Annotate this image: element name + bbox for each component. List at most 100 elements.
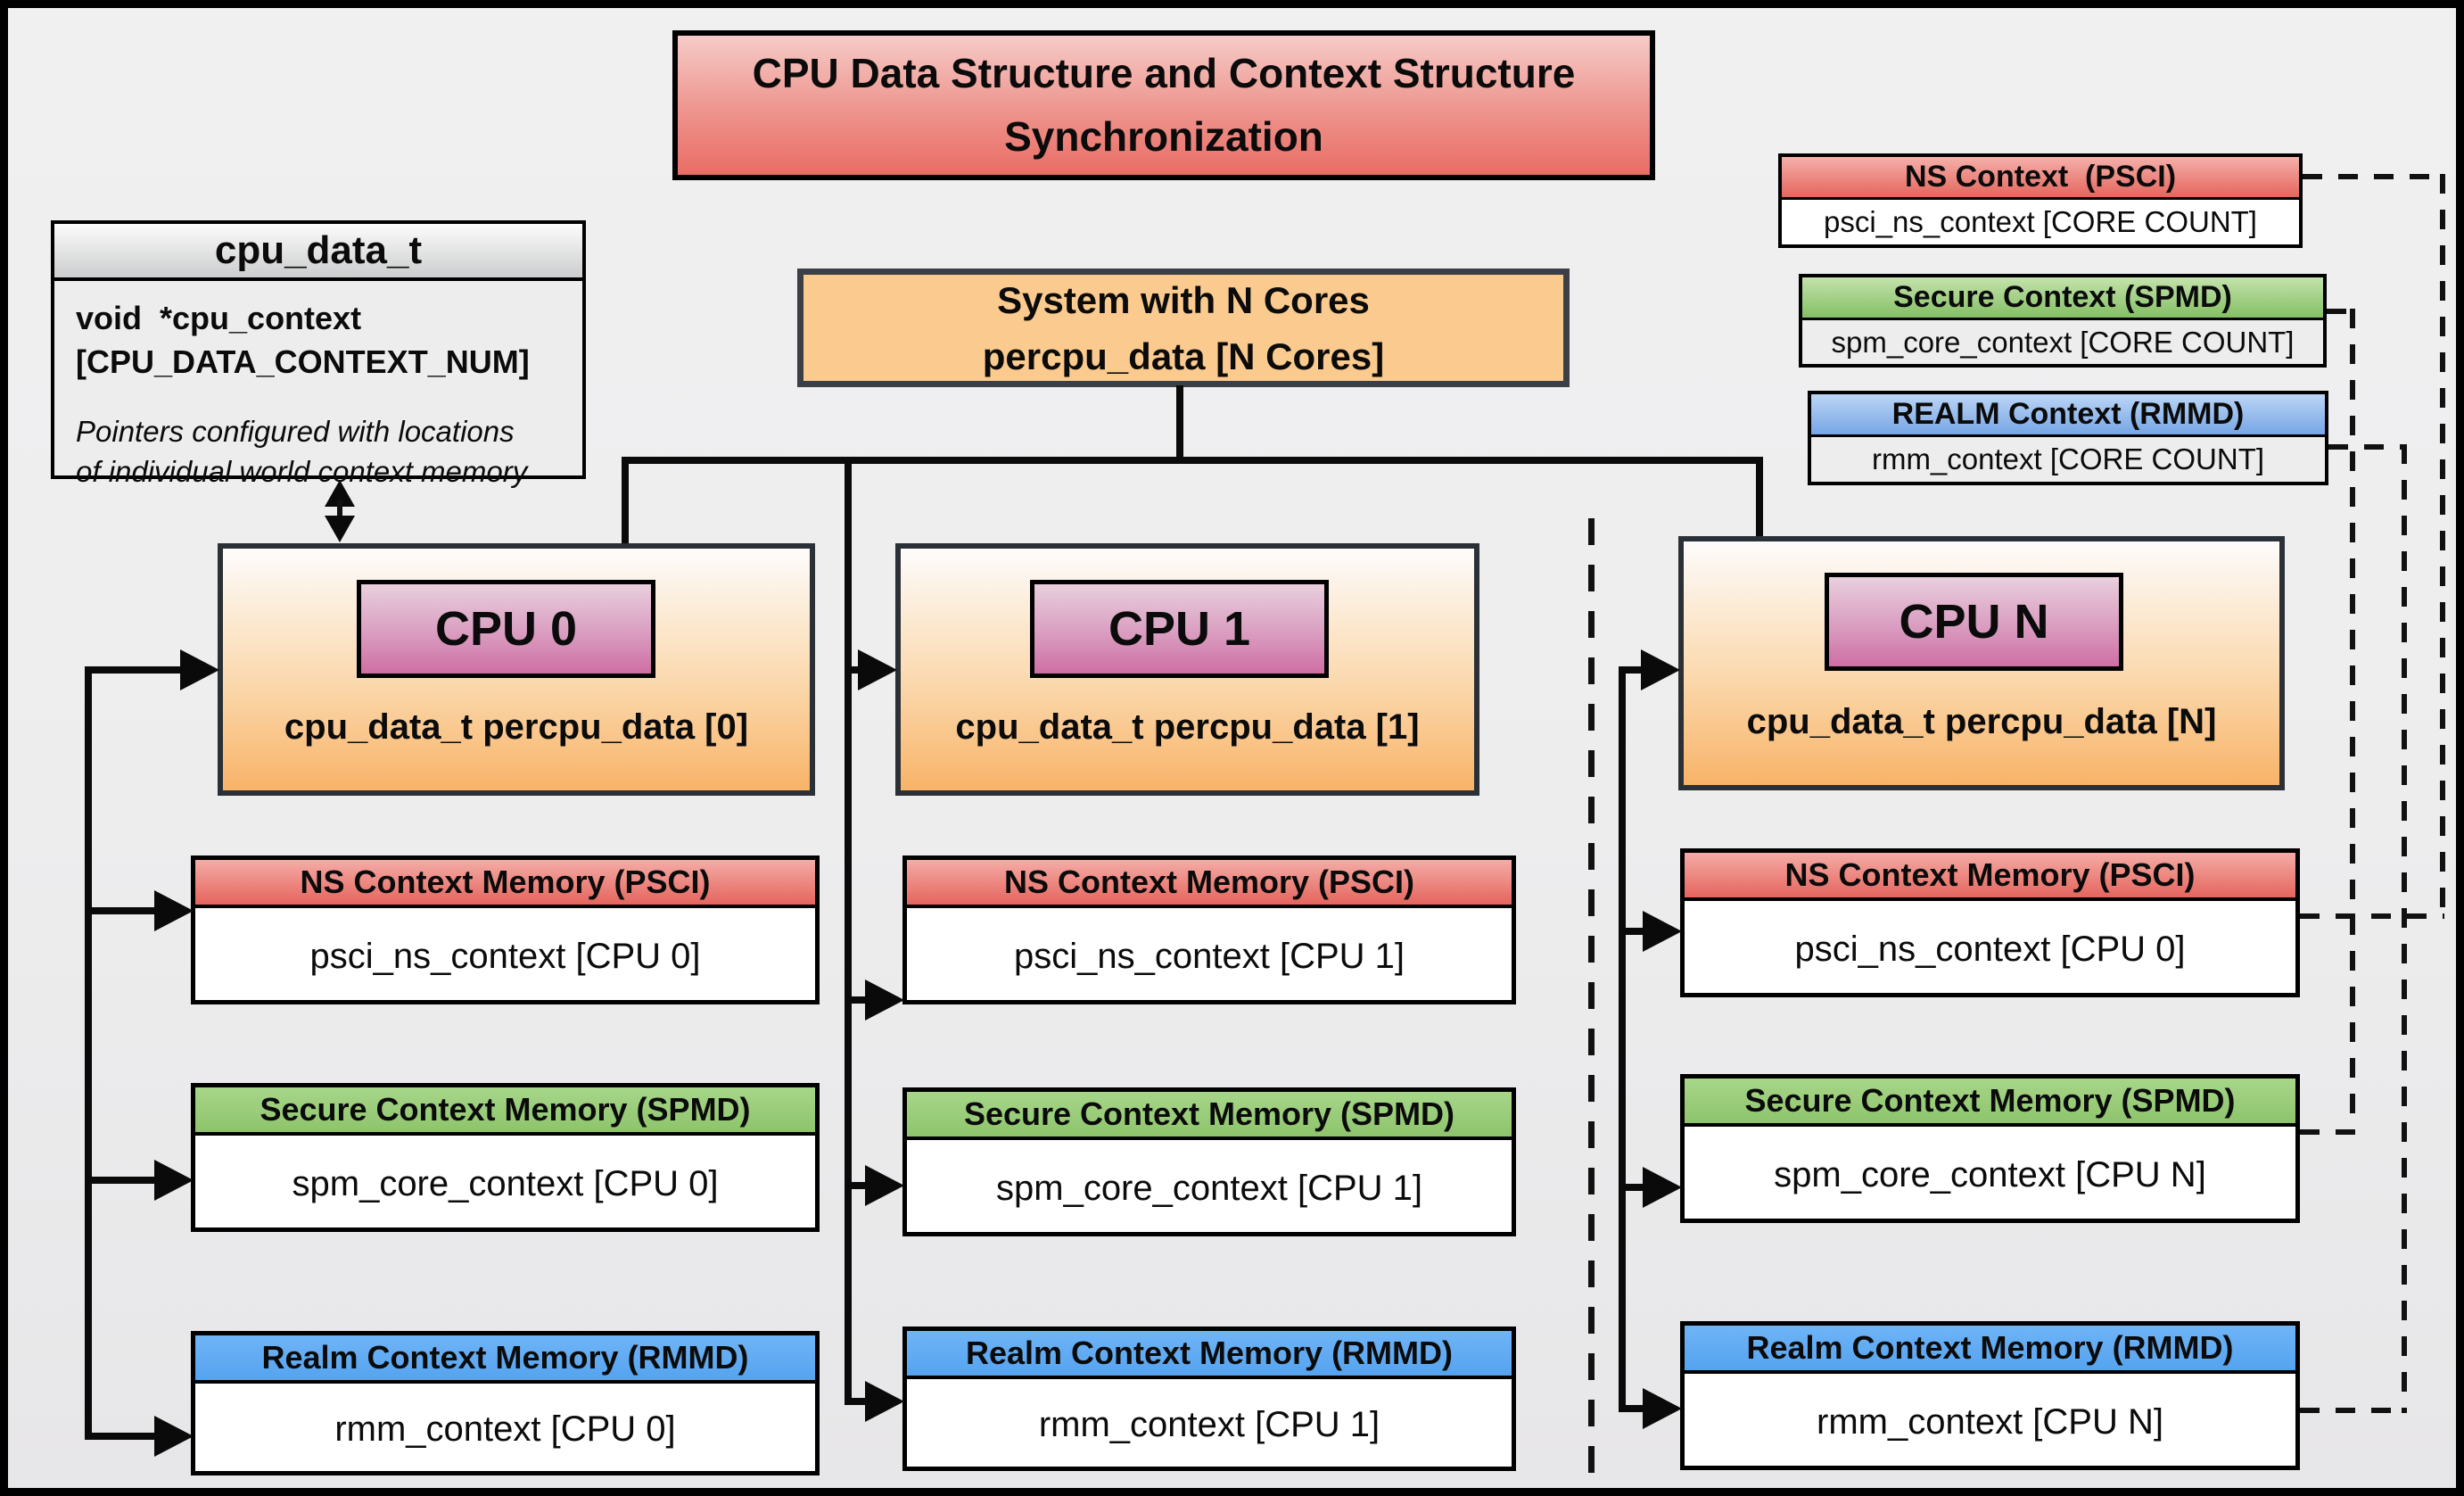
cpu-data-t-note-line1: Pointers configured with locations <box>76 415 515 449</box>
cpun-stub-secure <box>1619 1184 1647 1191</box>
cpun-realm-context-box: Realm Context Memory (RMMD) rmm_context … <box>1680 1321 2300 1470</box>
system-box: System with N Cores percpu_data [N Cores… <box>797 269 1570 387</box>
arrow-right-icon <box>865 1165 904 1206</box>
cpu1-box: CPU 1 cpu_data_t percpu_data [1] <box>895 543 1479 796</box>
cpu0-realm-context-box: Realm Context Memory (RMMD) rmm_context … <box>191 1331 820 1475</box>
cpu-data-t-field-line1: void *cpu_context <box>76 300 362 336</box>
cpun-rail-line <box>1619 666 1626 1412</box>
cpu0-secure-header: Secure Context Memory (SPMD) <box>195 1087 815 1136</box>
system-line1: System with N Cores <box>997 278 1370 321</box>
cpun-label-box: CPU N <box>1825 573 2123 671</box>
legend-secure-header: Secure Context (SPMD) <box>1802 277 2323 320</box>
cpu0-rail-line <box>85 666 92 1440</box>
arrow-right-icon <box>865 979 904 1021</box>
arrow-right-icon <box>1643 1167 1682 1208</box>
arrow-right-icon <box>154 1160 194 1201</box>
cpun-realm-body: rmm_context [CPU N] <box>1817 1401 2163 1442</box>
cpu0-secure-context-box: Secure Context Memory (SPMD) spm_core_co… <box>191 1083 820 1232</box>
arrow-right-icon <box>154 1416 194 1457</box>
cpu-data-t-box: cpu_data_t void *cpu_context [CPU_DATA_C… <box>51 220 586 488</box>
cpu1-realm-body: rmm_context [CPU 1] <box>1038 1405 1380 1444</box>
cpu1-stub-box <box>845 666 864 674</box>
cpu1-secure-body: spm_core_context [CPU 1] <box>996 1168 1422 1208</box>
arrow-down-icon <box>325 516 355 542</box>
cpu1-stub-secure <box>845 1182 871 1189</box>
arrow-right-icon <box>1643 1388 1682 1429</box>
cpu0-stub-ns <box>85 907 158 914</box>
cpu0-caption: cpu_data_t percpu_data [0] <box>284 707 749 747</box>
cpun-ns-context-box: NS Context Memory (PSCI) psci_ns_context… <box>1680 848 2300 997</box>
cpu-data-t-dashed-link <box>337 500 342 521</box>
rmmd-dashed-top <box>2328 444 2407 450</box>
cpu1-secure-context-box: Secure Context Memory (SPMD) spm_core_co… <box>902 1087 1516 1236</box>
cpu0-ns-body: psci_ns_context [CPU 0] <box>309 936 701 976</box>
arrow-right-icon <box>154 890 194 931</box>
system-line2: percpu_data [N Cores] <box>982 335 1385 377</box>
diagram-title-line2: Synchronization <box>1004 113 1323 160</box>
cpu1-secure-header: Secure Context Memory (SPMD) <box>907 1092 1512 1140</box>
spmd-dashed-bottom <box>2300 1129 2355 1135</box>
cpu0-stub-secure <box>85 1177 158 1184</box>
cpu1-stub-ns <box>845 996 871 1004</box>
cpu0-stub-box <box>85 666 185 674</box>
cpun-stub-ns <box>1619 928 1647 935</box>
cpu-data-t-header: cpu_data_t <box>54 224 582 281</box>
psci-dashed-top <box>2303 174 2445 179</box>
cpu1-ns-header: NS Context Memory (PSCI) <box>907 860 1512 908</box>
arrow-right-icon <box>1643 911 1682 952</box>
spmd-dashed-top <box>2327 309 2355 314</box>
cpun-stub-box <box>1619 666 1645 674</box>
cpu1-caption: cpu_data_t percpu_data [1] <box>955 707 1420 747</box>
cpu-data-t-note-line2: of individual world context memory <box>76 454 528 488</box>
legend-secure-context: Secure Context (SPMD) spm_core_context [… <box>1799 274 2327 368</box>
diagram-title-box: CPU Data Structure and Context Structure… <box>672 30 1655 180</box>
branch-drop-cpun <box>1756 457 1763 538</box>
branch-drop-cpu0 <box>622 457 629 545</box>
legend-secure-body: spm_core_context [CORE COUNT] <box>1802 320 2323 364</box>
branch-horizontal-line <box>625 457 1763 464</box>
spacer <box>76 384 561 412</box>
arrow-right-icon <box>180 649 219 690</box>
rmmd-dashed-bottom <box>2300 1408 2407 1413</box>
cpu1-label-box: CPU 1 <box>1030 580 1329 678</box>
legend-ns-header: NS Context (PSCI) <box>1782 157 2299 200</box>
cpu-data-t-field-line2: [CPU_DATA_CONTEXT_NUM] <box>76 343 530 380</box>
diagram-title-line1: CPU Data Structure and Context Structure <box>752 49 1576 96</box>
cpu-data-t-body: void *cpu_context [CPU_DATA_CONTEXT_NUM]… <box>54 281 582 508</box>
arrow-right-icon <box>858 649 897 690</box>
cpu0-box: CPU 0 cpu_data_t percpu_data [0] <box>218 543 815 796</box>
column-separator-dashed <box>1588 518 1595 1488</box>
arrow-right-icon <box>865 1381 904 1422</box>
cpu1-rail-line <box>845 459 852 1405</box>
cpu0-realm-body: rmm_context [CPU 0] <box>334 1409 676 1449</box>
legend-ns-context: NS Context (PSCI) psci_ns_context [CORE … <box>1778 153 2303 248</box>
cpun-secure-header: Secure Context Memory (SPMD) <box>1685 1079 2295 1127</box>
cpu0-label-box: CPU 0 <box>357 580 655 678</box>
cpun-secure-body: spm_core_context [CPU N] <box>1774 1154 2206 1194</box>
cpu0-secure-body: spm_core_context [CPU 0] <box>292 1163 719 1203</box>
psci-dashed-vertical <box>2440 174 2445 918</box>
cpun-caption: cpu_data_t percpu_data [N] <box>1746 702 2217 741</box>
cpu1-realm-header: Realm Context Memory (RMMD) <box>907 1331 1512 1379</box>
legend-realm-header: REALM Context (RMMD) <box>1811 394 2325 437</box>
legend-realm-body: rmm_context [CORE COUNT] <box>1811 437 2325 482</box>
cpun-ns-header: NS Context Memory (PSCI) <box>1685 853 2295 901</box>
cpu0-ns-header: NS Context Memory (PSCI) <box>195 860 815 908</box>
rmmd-dashed-vertical <box>2402 444 2407 1413</box>
cpu1-ns-body: psci_ns_context [CPU 1] <box>1014 936 1405 976</box>
cpun-secure-context-box: Secure Context Memory (SPMD) spm_core_co… <box>1680 1074 2300 1223</box>
arrow-right-icon <box>1641 649 1680 690</box>
cpu0-ns-context-box: NS Context Memory (PSCI) psci_ns_context… <box>191 855 820 1004</box>
cpun-ns-body: psci_ns_context [CPU 0] <box>1794 929 2186 969</box>
cpu1-realm-context-box: Realm Context Memory (RMMD) rmm_context … <box>902 1327 1516 1471</box>
spmd-dashed-vertical <box>2350 309 2355 1135</box>
cpu1-ns-context-box: NS Context Memory (PSCI) psci_ns_context… <box>902 855 1516 1004</box>
cpu0-realm-header: Realm Context Memory (RMMD) <box>195 1335 815 1384</box>
legend-realm-context: REALM Context (RMMD) rmm_context [CORE C… <box>1808 391 2328 485</box>
cpun-box: CPU N cpu_data_t percpu_data [N] <box>1678 536 2285 790</box>
cpun-stub-realm <box>1619 1405 1647 1412</box>
cpu1-stub-realm <box>845 1398 871 1405</box>
legend-ns-body: psci_ns_context [CORE COUNT] <box>1782 200 2299 244</box>
psci-dashed-bottom <box>2300 913 2444 919</box>
